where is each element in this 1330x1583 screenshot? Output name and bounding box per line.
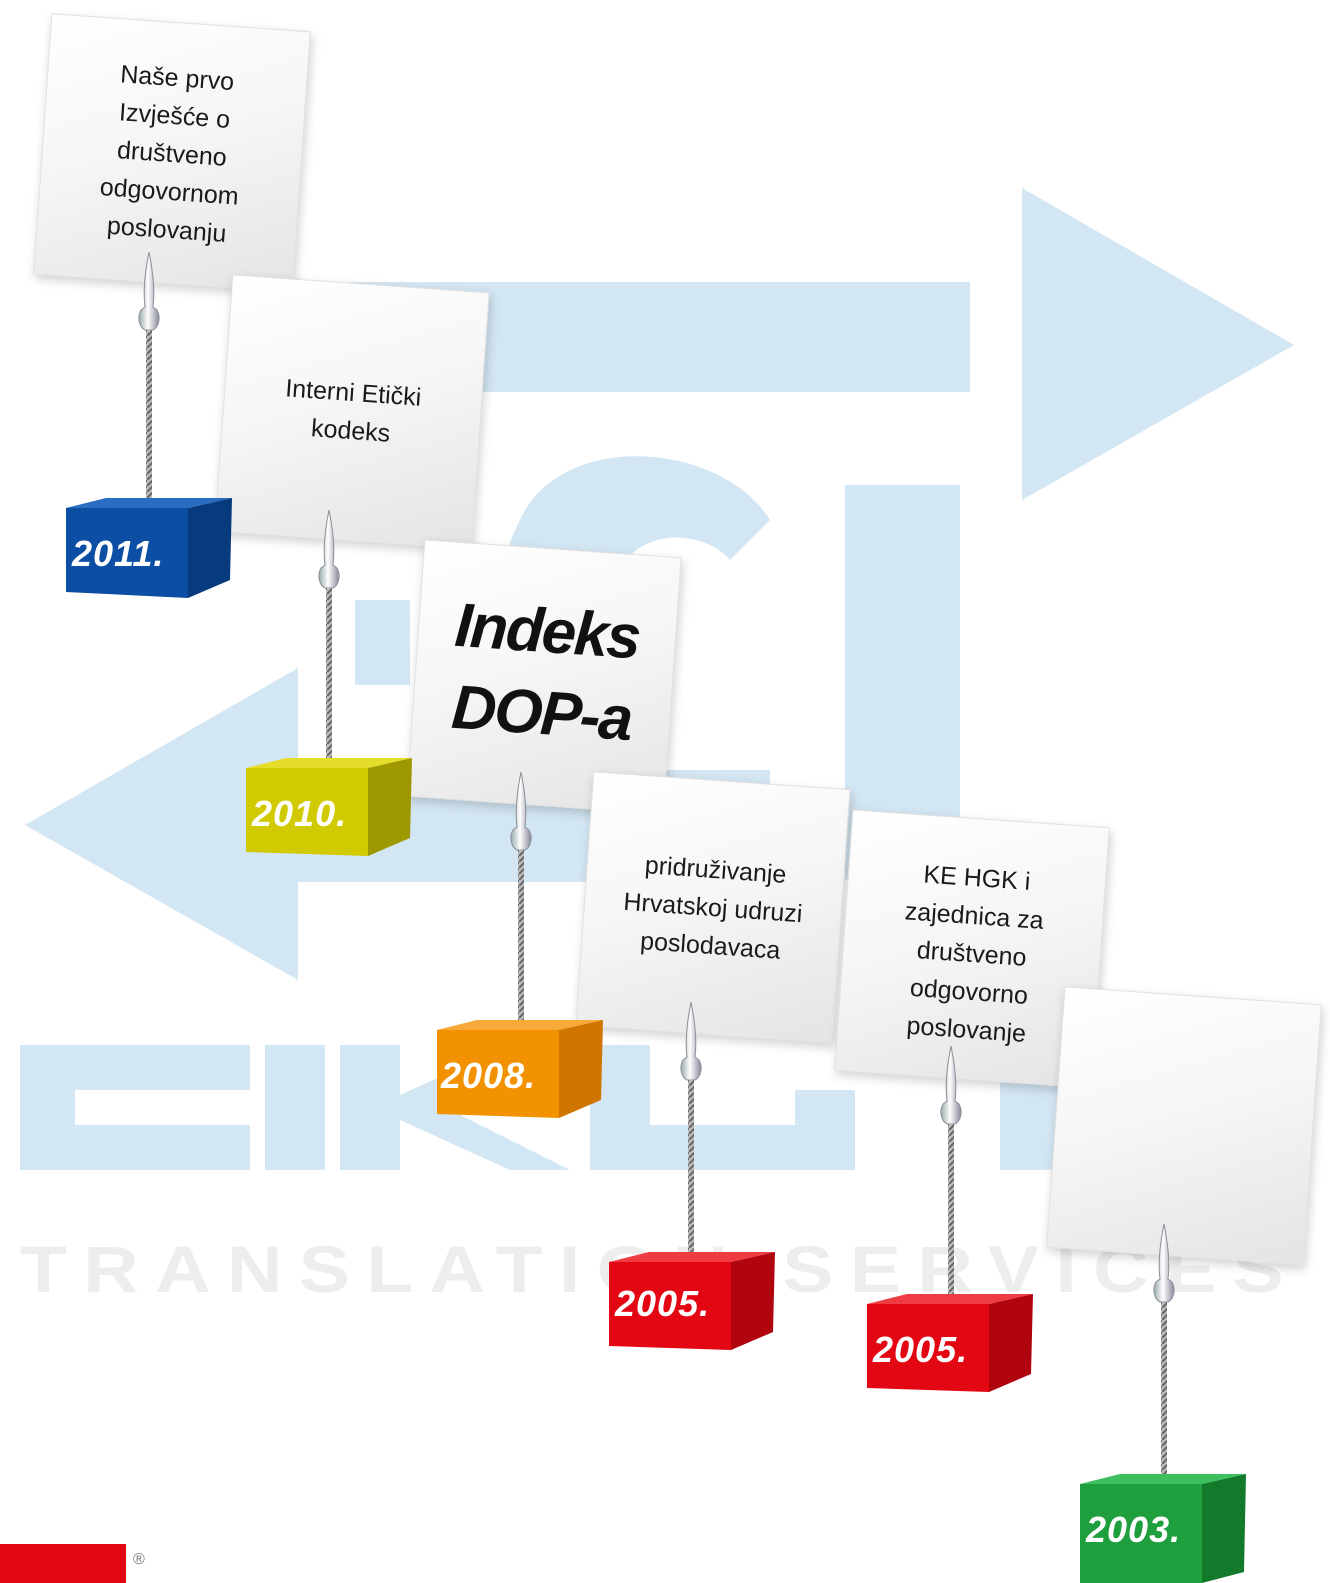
- clip-holder-2011: [135, 252, 163, 510]
- clip-holder-2010: [315, 510, 343, 768]
- milestone-text: pridruživanje Hrvatskoj udruzi poslodava…: [622, 851, 804, 965]
- year-cube-2011: 2011.: [66, 496, 232, 598]
- milestone-text: Indeks DOP-a: [449, 590, 642, 755]
- year-label: 2008.: [440, 1055, 536, 1096]
- wm-letter-l: [590, 1045, 820, 1170]
- year-cube-2010: 2010.: [246, 756, 412, 858]
- wm-letter-c: [20, 1045, 250, 1170]
- milestone-text: Naše prvo Izvješće o društveno odgovorno…: [98, 60, 240, 248]
- year-label: 2010.: [251, 793, 347, 834]
- year-label: 2005.: [872, 1329, 968, 1370]
- clip-holder-2003: [1150, 1224, 1178, 1482]
- year-label: 2011.: [71, 533, 164, 574]
- year-cube-2005-a: 2005.: [609, 1250, 775, 1352]
- milestone-text: [1175, 995, 1211, 998]
- milestone-card-2010: Interni Etički kodeks: [214, 274, 490, 550]
- milestone-card-2008: Indeks DOP-a: [406, 539, 682, 815]
- company-logo: [0, 1544, 126, 1583]
- milestone-card-2011: Naše prvo Izvješće o društveno odgovorno…: [33, 13, 311, 293]
- clip-holder-2005-a: [677, 1002, 705, 1260]
- clip-holder-2008: [507, 772, 535, 1027]
- milestone-card-2005-a: pridruživanje Hrvatskoj udruzi poslodava…: [575, 771, 851, 1044]
- right-arrow-head: [1022, 188, 1294, 500]
- milestone-text: Interni Etički kodeks: [284, 374, 423, 448]
- milestone-card-2003: [1046, 986, 1322, 1266]
- clip-holder-2005-b: [937, 1046, 965, 1304]
- left-arrow-head: [25, 668, 298, 980]
- registered-mark: ®: [133, 1551, 145, 1568]
- year-cube-2008: 2008.: [437, 1018, 603, 1120]
- year-cube-2003: 2003.: [1080, 1472, 1246, 1583]
- year-label: 2005.: [614, 1283, 710, 1324]
- wm-letter-i: [265, 1045, 325, 1170]
- year-cube-2005-b: 2005.: [867, 1292, 1033, 1394]
- wm-letter-k: [340, 1045, 570, 1170]
- year-label: 2003.: [1085, 1509, 1181, 1550]
